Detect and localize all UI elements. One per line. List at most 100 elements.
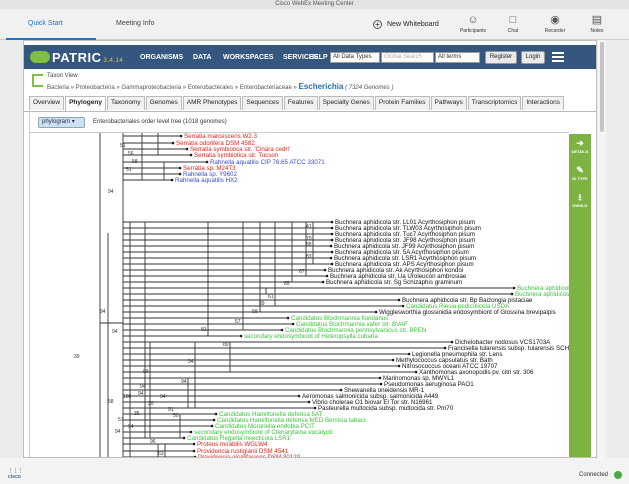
leaf-node[interactable] [512, 286, 516, 290]
tree-viewport[interactable]: Serratia marcescens DSM 12481Serratia ma… [30, 132, 569, 458]
leaf-label[interactable]: Buchnera aphidicola Cinara tujafilina [515, 291, 569, 298]
leaf-label[interactable]: Buchnera aphidicola str. Ak Acyrthosipho… [328, 267, 463, 274]
leaf-label[interactable]: Nitrosococcus oceani ATCC 19707 [402, 363, 498, 370]
leaf-label[interactable]: Buchnera aphidicola str. TLW03 Acyrthosi… [335, 225, 481, 232]
sidebar-button-label: ID TYPE [572, 176, 588, 181]
leaf-label[interactable]: Buchnera aphidicola str. Bp Baizongia pi… [402, 297, 533, 304]
leaf-label[interactable]: Buchnera aphidicola str. JF98 Acyrthosip… [335, 237, 475, 244]
notes-button[interactable]: ▤Notes [584, 13, 610, 34]
sidebar-dwnld-button[interactable]: ⭳DWNLD [569, 192, 591, 208]
leaf-label[interactable]: Candidatus Riesia pediculicola USDA [406, 303, 510, 310]
nav-services[interactable]: SERVICES [283, 54, 319, 61]
leaf-label[interactable]: Legionella pneumophila str. Lens [412, 351, 502, 358]
tab-meeting-info[interactable]: Meeting Info [116, 20, 155, 27]
leaf-label[interactable]: Buchnera aphidicola str. APS Acyrthosiph… [335, 261, 474, 268]
leaf-label[interactable]: Serratia odorifera DSM 4582 [176, 140, 255, 147]
data-types-select[interactable]: All Data Types [330, 52, 380, 63]
phylogenetic-tree[interactable]: Serratia marcescens DSM 12481Serratia ma… [30, 133, 569, 458]
leaf-label[interactable]: Candidatus Blochmannia pennsylvanicus st… [285, 327, 426, 334]
leaf-label[interactable]: Serratia sp. M24T3 [183, 165, 236, 172]
leaf-label[interactable]: Buchnera aphidicola BCc [517, 285, 569, 292]
leaf-label[interactable]: Dichelobacter nodosus VCS1703A [455, 339, 551, 346]
sidebar-id-type-button[interactable]: ✎ID TYPE [569, 165, 591, 181]
scrollbar-thumb[interactable] [600, 42, 604, 132]
leaf-label[interactable]: Rahnella sp. Y9602 [183, 171, 237, 178]
phylogram-dropdown[interactable]: phylogram ▾ [38, 117, 85, 128]
breadcrumb-path[interactable]: Bacteria » Proteobacteria » Gammaproteob… [47, 85, 297, 91]
leaf-label[interactable]: secondary endosymbiont of Heteropsylla c… [244, 333, 378, 340]
tab-pathways[interactable]: Pathways [430, 96, 467, 110]
chat-button[interactable]: □Chat [500, 13, 526, 34]
leaf-label[interactable]: Buchnera aphidicola str. LL01 Acyrthosip… [335, 219, 475, 226]
leaf-label[interactable]: Buchnera aphidicola str. Sg Schizaphis g… [326, 279, 462, 286]
participants-button[interactable]: ☺Participants [453, 13, 493, 34]
leaf-label[interactable]: Buchnera aphidicola str. Ua Uroleucon am… [330, 273, 467, 280]
nav-workspaces[interactable]: WORKSPACES [223, 54, 274, 61]
tab-interactions[interactable]: Interactions [522, 96, 564, 110]
leaf-label[interactable]: Candidatus Hamiltonella defensa 5AT [219, 411, 323, 418]
leaf-label[interactable]: Candidatus Regiella insecticola LSR1 [187, 435, 291, 442]
leaf-label[interactable]: Rahnella aquatilis HX2 [175, 177, 238, 184]
plus-icon: + [373, 20, 382, 29]
leaf-label[interactable]: Serratia marcescens DSM 12481 [183, 133, 275, 134]
recorder-button[interactable]: ◉Recorder [540, 13, 570, 34]
leaf-label[interactable]: Candidatus Moranella endobia PCIT [215, 423, 315, 430]
leaf-label[interactable]: Buchnera aphidicola str. Tuc7 Acyrthosip… [335, 231, 475, 238]
tab-protein-families[interactable]: Protein Families [374, 96, 430, 110]
register-button[interactable]: Register [485, 51, 517, 64]
leaf-label[interactable]: Buchnera aphidicola str. 5A Acyrthosipho… [335, 249, 469, 256]
tab-specialty-genes[interactable]: Specialty Genes [318, 96, 374, 110]
taxon-view-label: Taxon View [47, 73, 78, 79]
leaf-label[interactable]: Proteus mirabilis WGLW4 [197, 441, 268, 448]
sidebar-details-button[interactable]: ➔DETAILS [569, 138, 591, 154]
login-button[interactable]: Login [521, 51, 545, 64]
leaf-label[interactable]: Candidatus Hamiltonella defensa MED Bemi… [217, 417, 365, 424]
tab-genomes[interactable]: Genomes [145, 96, 182, 110]
leaf-label[interactable]: Pasteurella multocida subsp. multocida s… [318, 405, 454, 412]
leaf-label[interactable]: Pseudomonas aeruginosa PAO1 [384, 381, 474, 388]
tab-features[interactable]: Features [283, 96, 318, 110]
tab-sequences[interactable]: Sequences [242, 96, 283, 110]
tab-taxonomy[interactable]: Taxonomy [106, 96, 145, 110]
nav-help[interactable]: HELP [309, 54, 328, 61]
leaf-label[interactable]: Xanthomonas axonopodis pv. citri str. 30… [419, 369, 534, 376]
leaf-label[interactable]: Serratia symbiotica str. Tucson [194, 152, 279, 159]
leaf-label[interactable]: Shewanella oneidensis MR-1 [344, 387, 425, 394]
leaf-label[interactable]: Providencia rustigianii DSM 4541 [197, 448, 289, 455]
leaf-label[interactable]: Serratia symbiotica str. 'Cinara cedri' [190, 146, 290, 153]
chat-icon: □ [509, 14, 517, 26]
leaf-label[interactable]: Rahnella aquatilis CIP 78.65 ATCC 33071 [210, 159, 325, 166]
tab-transcriptomics[interactable]: Transcriptomics [467, 96, 522, 110]
global-search-input[interactable]: Global Search [381, 52, 434, 63]
arrow-left-icon: ➔ [576, 138, 584, 148]
support-label: 89 [143, 369, 149, 375]
phylogeny-panel: phylogram ▾ Enterobacteriales order leve… [29, 112, 569, 458]
leaf-label[interactable]: Aeromonas salmonicida subsp. salmonicida… [302, 393, 439, 400]
leaf-label[interactable]: Marinomonas sp. MWYL1 [383, 375, 455, 382]
leaf-label[interactable]: secondary endosymbiont of Ctenarytaina e… [194, 429, 333, 436]
leaf-label[interactable]: Francisella tularensis subsp. tularensis… [448, 345, 569, 352]
leaf-node[interactable] [510, 292, 514, 296]
tab-phylogeny[interactable]: Phylogeny [65, 96, 106, 111]
window-title: Cisco WebEx Meeting Center [0, 0, 629, 9]
leaf-label[interactable]: Providencia alcalifaciens DSM 30120 [198, 454, 301, 458]
new-whiteboard-button[interactable]: + New Whiteboard [373, 20, 439, 29]
leaf-label[interactable]: Methylococcus capsulatus str. Bath [396, 357, 493, 364]
leaf-label[interactable]: Serratia marcescens W2.3 [184, 133, 257, 140]
nav-data[interactable]: DATA [193, 54, 212, 61]
tab-overview[interactable]: Overview [29, 96, 65, 110]
leaf-label[interactable]: Buchnera aphidicola str. LSR1 Acyrthosip… [334, 255, 476, 262]
leaf-label[interactable]: Buchnera aphidicola str. JF99 Acyrthosip… [334, 243, 474, 250]
nav-organisms[interactable]: ORGANISMS [140, 54, 184, 61]
scrollbar-track[interactable] [598, 40, 606, 458]
menu-icon[interactable] [552, 52, 564, 62]
tab-quick-start[interactable]: Quick Start [28, 20, 63, 27]
leaf-label[interactable]: Candidatus Blochmannia floridanus [291, 315, 388, 322]
new-whiteboard-label: New Whiteboard [387, 21, 439, 28]
terms-select[interactable]: All terms [435, 52, 480, 63]
tab-amr-phenotypes[interactable]: AMR Phenotypes [182, 96, 242, 110]
leaf-label[interactable]: Vibrio cholerae O1 biovar El Tor str. N1… [312, 399, 433, 406]
leaf-label[interactable]: Candidatus Blochmannia vafer str. BVAF [296, 321, 408, 328]
leaf-label[interactable]: Wigglesworthia glossinidia endosymbiont … [379, 309, 556, 316]
